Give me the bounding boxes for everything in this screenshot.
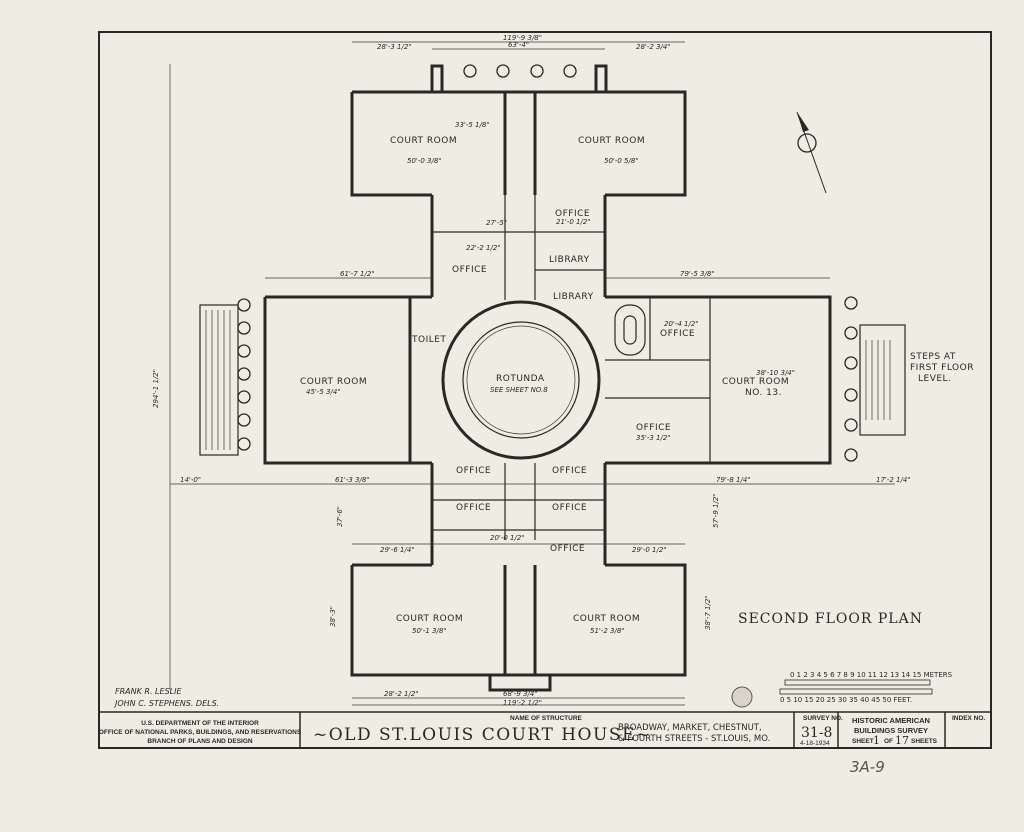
svg-text:35'-3 1/2": 35'-3 1/2" xyxy=(636,434,671,442)
svg-text:0 5 10 15 20 25 30 35 40 45 50: 0 5 10 15 20 25 30 35 40 45 50 FEET. xyxy=(780,696,912,704)
svg-text:28'-2 1/2": 28'-2 1/2" xyxy=(384,690,419,698)
svg-text:4-18-1934: 4-18-1934 xyxy=(800,740,830,747)
svg-text:50'-0 3/8": 50'-0 3/8" xyxy=(407,157,442,165)
room-label: TOILET xyxy=(411,335,446,345)
columns xyxy=(237,64,858,462)
room-label: OFFICE xyxy=(452,265,487,275)
structure-name: ~OLD ST.LOUIS COURT HOUSE~ xyxy=(313,725,652,745)
svg-text:61'-3 3/8": 61'-3 3/8" xyxy=(335,476,370,484)
svg-text:27'-5": 27'-5" xyxy=(486,219,507,227)
room-label: OFFICE xyxy=(555,209,590,219)
title-block: U.S. DEPARTMENT OF THE INTERIOR OFFICE O… xyxy=(99,712,985,748)
drawing-border xyxy=(98,31,992,749)
room-label: OFFICE xyxy=(550,544,585,554)
svg-text:NAME OF STRUCTURE: NAME OF STRUCTURE xyxy=(510,715,583,722)
svg-text:38'-10 3/4": 38'-10 3/4" xyxy=(756,369,795,377)
svg-text:50'-0 5/8": 50'-0 5/8" xyxy=(604,157,639,165)
room-label: OFFICE xyxy=(456,503,491,513)
handwritten-annotation: 3A-9 xyxy=(850,758,885,776)
svg-text:17: 17 xyxy=(895,734,909,747)
dimension-lines xyxy=(169,41,895,706)
svg-text:HISTORIC AMERICAN: HISTORIC AMERICAN xyxy=(852,716,930,725)
svg-text:LEVEL.: LEVEL. xyxy=(918,374,951,384)
svg-text:20'-0 1/2": 20'-0 1/2" xyxy=(490,534,525,542)
room-label: OFFICE xyxy=(552,466,587,476)
room-label: COURT ROOM xyxy=(578,136,645,146)
building-walls xyxy=(199,64,906,692)
svg-text:STEPS AT: STEPS AT xyxy=(910,352,956,362)
svg-text:33'-5 1/8": 33'-5 1/8" xyxy=(455,121,490,129)
room-label: OFFICE xyxy=(660,329,695,339)
svg-text:SHEETS: SHEETS xyxy=(911,738,938,745)
room-note: SEE SHEET NO.8 xyxy=(490,386,548,394)
svg-text:OFFICE OF NATIONAL PARKS, BUIL: OFFICE OF NATIONAL PARKS, BUILDINGS, AND… xyxy=(99,729,302,736)
room-label: COURT ROOM xyxy=(722,377,789,387)
svg-text:79'-5 3/8": 79'-5 3/8" xyxy=(680,270,715,278)
svg-text:57'-9 1/2": 57'-9 1/2" xyxy=(712,493,720,528)
svg-text:20'-4 1/2": 20'-4 1/2" xyxy=(664,320,699,328)
svg-text:294'-1 1/2": 294'-1 1/2" xyxy=(152,369,160,408)
north-arrow-icon xyxy=(796,111,827,194)
svg-text:68'-9 3/4": 68'-9 3/4" xyxy=(503,690,538,698)
draftsmen: FRANK R. LESLIE JOHN C. STEPHENS. DELS. xyxy=(113,687,219,708)
svg-text:OF: OF xyxy=(884,738,893,745)
svg-text:& FOURTH STREETS - ST.LOUIS, M: & FOURTH STREETS - ST.LOUIS, MO. xyxy=(618,734,770,744)
graphic-scale: 0 1 2 3 4 5 6 7 8 9 10 11 12 13 14 15 ME… xyxy=(731,671,953,708)
svg-text:BUILDINGS SURVEY: BUILDINGS SURVEY xyxy=(854,726,928,735)
svg-text:63'-4": 63'-4" xyxy=(508,41,529,49)
svg-text:61'-7 1/2": 61'-7 1/2" xyxy=(340,270,375,278)
room-label: OFFICE xyxy=(552,503,587,513)
room-label: COURT ROOM xyxy=(573,614,640,624)
svg-text:INDEX NO.: INDEX NO. xyxy=(952,715,985,722)
svg-text:17'-2 1/4": 17'-2 1/4" xyxy=(876,476,911,484)
steps-note: STEPS AT FIRST FLOOR LEVEL. xyxy=(910,352,974,384)
rotunda xyxy=(441,300,601,460)
svg-text:37'-6": 37'-6" xyxy=(336,506,344,527)
svg-text:29'-6 1/4": 29'-6 1/4" xyxy=(380,546,415,554)
svg-text:50'-1 3/8": 50'-1 3/8" xyxy=(412,627,447,635)
svg-text:FRANK R. LESLIE: FRANK R. LESLIE xyxy=(115,687,182,696)
svg-text:0 1 2 3 4 5 6 7 8 9 10 11 12 1: 0 1 2 3 4 5 6 7 8 9 10 11 12 13 14 15 ME… xyxy=(790,671,953,679)
svg-text:BRANCH OF PLANS AND DESIGN: BRANCH OF PLANS AND DESIGN xyxy=(147,738,253,745)
svg-text:SHEET: SHEET xyxy=(852,738,874,745)
svg-text:FIRST FLOOR: FIRST FLOOR xyxy=(910,363,974,373)
svg-text:51'-2 3/8": 51'-2 3/8" xyxy=(590,627,625,635)
dimension-labels: 119'-9 3/8" 63'-4" 28'-3 1/2" 28'-2 3/4"… xyxy=(152,34,911,707)
svg-text:38'-7 1/2": 38'-7 1/2" xyxy=(704,595,712,630)
room-label: LIBRARY xyxy=(549,255,590,265)
svg-text:79'-8 1/4": 79'-8 1/4" xyxy=(716,476,751,484)
room-label: ROTUNDA xyxy=(496,374,545,384)
room-label: NO. 13. xyxy=(745,388,782,398)
room-label: LIBRARY xyxy=(553,292,594,302)
svg-text:28'-3 1/2": 28'-3 1/2" xyxy=(377,43,412,51)
svg-text:38'-3": 38'-3" xyxy=(329,606,337,627)
room-label: OFFICE xyxy=(456,466,491,476)
svg-text:22'-2 1/2": 22'-2 1/2" xyxy=(466,244,501,252)
svg-text:45'-5 3/4": 45'-5 3/4" xyxy=(306,388,341,396)
drawing-title: SECOND FLOOR PLAN xyxy=(738,611,923,627)
svg-text:JOHN C. STEPHENS. DELS.: JOHN C. STEPHENS. DELS. xyxy=(113,699,219,708)
svg-text:29'-0 1/2": 29'-0 1/2" xyxy=(632,546,667,554)
room-label: COURT ROOM xyxy=(396,614,463,624)
svg-text:SURVEY NO.: SURVEY NO. xyxy=(803,715,843,722)
room-label: COURT ROOM xyxy=(390,136,457,146)
room-label: OFFICE xyxy=(636,423,671,433)
svg-text:U.S. DEPARTMENT OF THE INTERIO: U.S. DEPARTMENT OF THE INTERIOR xyxy=(141,720,259,727)
survey-number: 31-8 xyxy=(801,725,832,741)
room-label: COURT ROOM xyxy=(300,377,367,387)
svg-text:119'-2 1/2": 119'-2 1/2" xyxy=(503,699,542,707)
svg-text:14'-0": 14'-0" xyxy=(180,476,201,484)
svg-text:119'-9 3/8": 119'-9 3/8" xyxy=(503,34,542,42)
svg-text:BROADWAY, MARKET, CHESTNUT,: BROADWAY, MARKET, CHESTNUT, xyxy=(618,723,762,733)
svg-text:21'-0 1/2": 21'-0 1/2" xyxy=(556,218,591,226)
room-labels: COURT ROOM COURT ROOM COURT ROOM COURT R… xyxy=(300,136,789,624)
svg-text:1: 1 xyxy=(873,734,880,747)
svg-text:28'-2 3/4": 28'-2 3/4" xyxy=(636,43,671,51)
